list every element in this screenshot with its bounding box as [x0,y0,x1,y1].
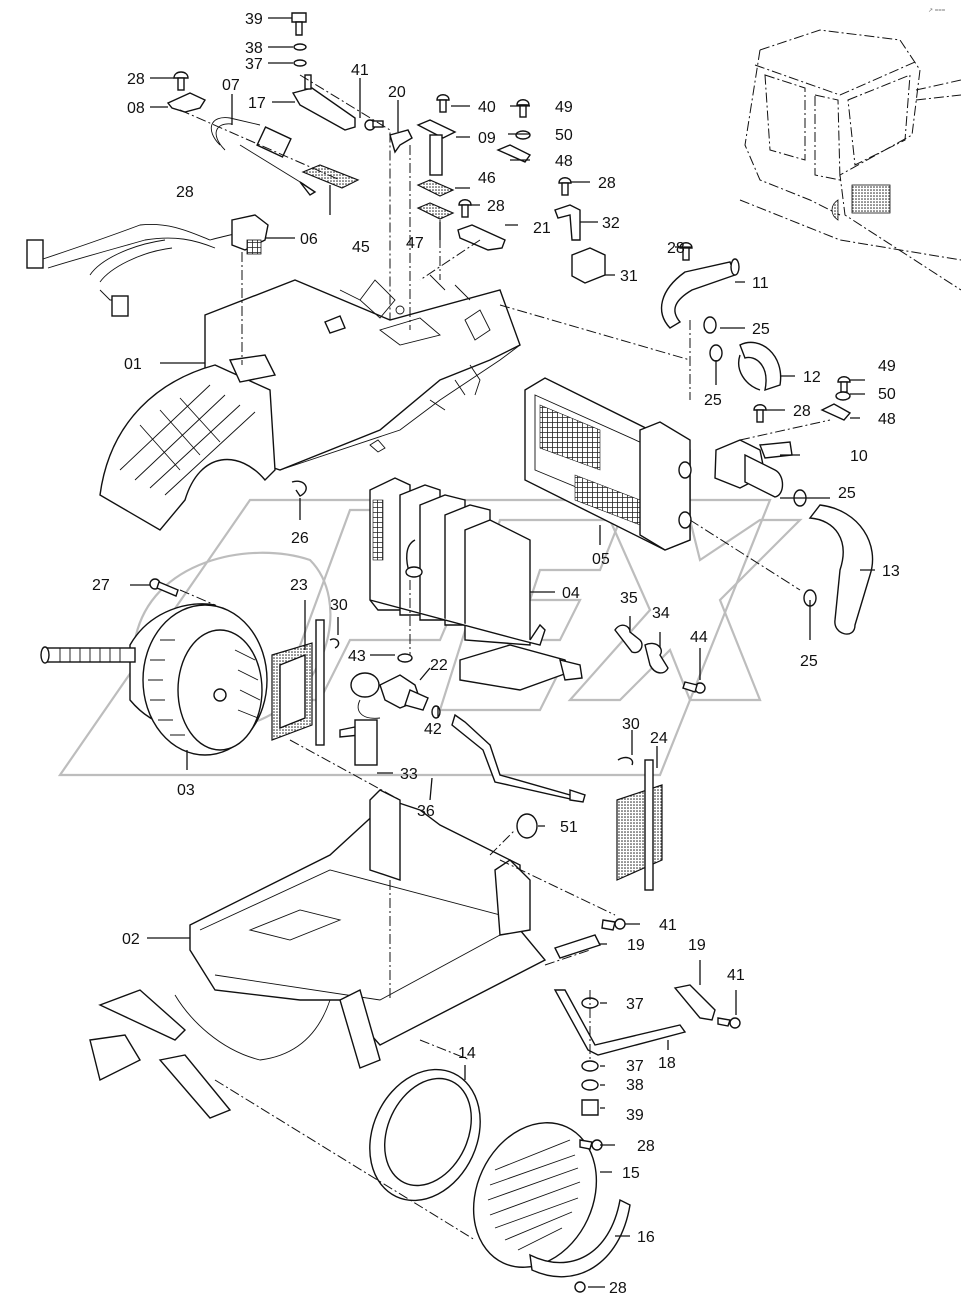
callout-20: 20 [388,84,406,101]
callout-50: 50 [555,127,573,144]
callout-28: 28 [176,184,194,201]
callout-37: 37 [245,56,263,73]
heater-core [524,377,692,551]
grille-15 [472,1122,603,1268]
grommet-51 [516,813,538,839]
foam-pad-45 [301,164,360,189]
callout-31: 31 [620,268,638,285]
callout-12: 12 [803,369,821,386]
callout-25: 25 [838,485,856,502]
callout-28: 28 [667,240,685,257]
upper-housing [99,274,521,531]
callout-35: 35 [620,590,638,607]
callout-39: 39 [626,1107,644,1124]
blower-motor [40,578,268,756]
callout-08: 08 [127,100,145,117]
callout-10: 10 [850,448,868,465]
callout-51: 51 [560,819,578,836]
callout-06: 06 [300,231,318,248]
filter-23 [271,619,340,746]
callout-37: 37 [626,996,644,1013]
callout-49: 49 [878,358,896,375]
callout-18: 18 [658,1055,676,1072]
callout-24: 24 [650,730,668,747]
callout-13: 13 [882,563,900,580]
filter-24 [616,759,663,891]
callout-38: 38 [626,1077,644,1094]
callout-16: 16 [637,1229,655,1246]
callout-02: 02 [122,931,140,948]
callout-48: 48 [555,153,573,170]
callout-19: 19 [627,937,645,954]
callout-27: 27 [92,577,110,594]
callout-09: 09 [478,130,496,147]
assembly-lines [179,74,831,1241]
callout-04: 04 [562,585,580,602]
callout-36: 36 [417,803,435,820]
callout-45: 45 [352,239,370,256]
callout-46: 46 [478,170,496,187]
callout-30: 30 [330,597,348,614]
callout-14: 14 [458,1045,476,1062]
duct-ring-14 [369,1068,481,1202]
callout-39: 39 [245,11,263,28]
callout-37: 37 [626,1058,644,1075]
callout-40: 40 [478,99,496,116]
callout-11: 11 [752,275,769,292]
callout-03: 03 [177,782,195,799]
callout-30: 30 [622,716,640,733]
pipe-clips [614,624,706,766]
callout-50: 50 [878,386,896,403]
top-fasteners [166,12,693,284]
callout-28: 28 [637,1138,655,1155]
callout-41: 41 [727,967,745,984]
callout-28: 28 [793,403,811,420]
leader-lines [130,17,875,1288]
callout-07: 07 [222,77,240,94]
wire-harness [26,214,269,317]
callout-05: 05 [592,551,610,568]
callout-17: 17 [248,95,266,112]
callout-44: 44 [690,629,708,646]
callout-23: 23 [290,577,308,594]
callout-28: 28 [487,198,505,215]
callout-28: 28 [127,71,145,88]
damper-linkage [553,918,741,1116]
callout-25: 25 [704,392,722,409]
callout-01: 01 [124,356,142,373]
callout-47: 47 [406,235,424,252]
callout-34: 34 [652,605,670,622]
screw-28-bottom [574,1281,586,1293]
expansion-valve [339,653,586,803]
callout-41: 41 [351,62,369,79]
callout-21: 21 [533,220,551,237]
callout-25: 25 [752,321,770,338]
callout-15: 15 [622,1165,640,1182]
callout-28: 28 [609,1280,627,1297]
callout-22: 22 [430,657,448,674]
callout-49: 49 [555,99,573,116]
callout-43: 43 [348,648,366,665]
corner-mark: ↗ === [928,8,946,14]
hoses [660,258,874,635]
band-16 [529,1198,631,1278]
callout-41: 41 [659,917,677,934]
sponge-33 [354,719,378,766]
water-valve [714,376,852,498]
clip-26 [291,480,307,497]
callout-26: 26 [291,530,309,547]
callout-42: 42 [424,721,442,738]
callout-labels: 39 38 37 28 08 07 17 41 20 40 09 49 50 4… [92,11,900,1297]
callout-33: 33 [400,766,418,783]
lower-housing [89,789,547,1119]
callout-28: 28 [598,175,616,192]
callout-48: 48 [878,411,896,428]
callout-19: 19 [688,937,706,954]
cab-illustration [739,29,961,291]
callout-38: 38 [245,40,263,57]
evaporator [369,477,583,691]
callout-32: 32 [602,215,620,232]
callout-25: 25 [800,653,818,670]
